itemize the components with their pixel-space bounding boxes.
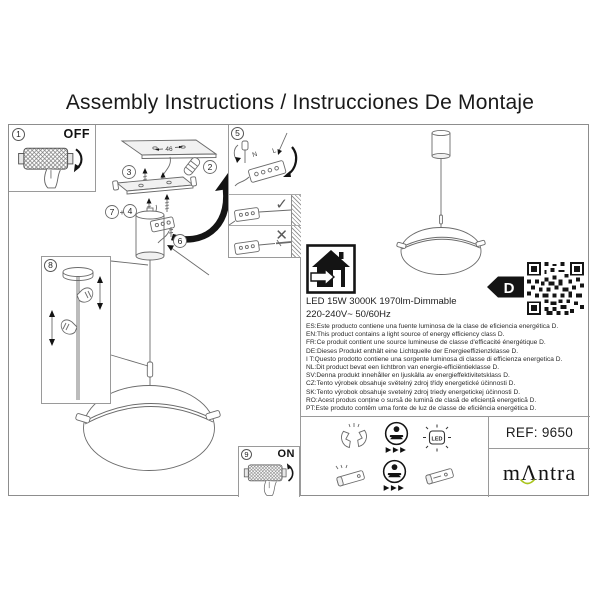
exploded-view-drawing: 46 bbox=[75, 139, 235, 471]
replace-arrows: ▶▶▶ bbox=[385, 445, 408, 454]
lang-sk: SK:Tento výrobok obsahuje svetelný zdroj… bbox=[306, 388, 521, 396]
step-9-marker: 9 bbox=[241, 449, 252, 460]
wall-hatch bbox=[291, 195, 301, 225]
wiring-wrong: ✕ bbox=[229, 226, 301, 257]
lang-fr: FR:Ce produit contient une source lumine… bbox=[306, 339, 546, 347]
energy-class-letter: D bbox=[504, 280, 515, 297]
step-4-marker: 4 bbox=[128, 206, 133, 216]
lamp-shade-drawing bbox=[75, 385, 221, 471]
energy-class-arrow: D bbox=[487, 276, 524, 298]
terminal-wiring-icon: N L bbox=[233, 132, 298, 187]
plate-dimension-label: 46 bbox=[165, 146, 173, 153]
qualified-person-group: ▶▶▶ bbox=[382, 459, 407, 492]
led-glow-icon: LED bbox=[423, 424, 451, 451]
lang-pt: PT:Este produto contêm uma fonte de luz … bbox=[306, 405, 537, 413]
step-6-marker: 6 bbox=[178, 236, 183, 246]
qualified-person-group: ▶▶▶ bbox=[384, 421, 409, 454]
indoor-use-icon bbox=[306, 244, 356, 294]
page-title: Assembly Instructions / Instrucciones De… bbox=[65, 91, 535, 114]
ref-brand-cell: REF: 9650 mΛntra bbox=[489, 417, 590, 497]
lang-ro: RO:Acest produs conține o sursă de lumin… bbox=[306, 396, 537, 404]
content-frame: 46 bbox=[8, 124, 590, 497]
step-1-marker: 1 bbox=[12, 128, 25, 141]
terminal-n-label: N bbox=[252, 151, 259, 159]
step-2-marker: 2 bbox=[208, 162, 213, 172]
bottom-info-row: ▶▶▶ LED bbox=[301, 416, 590, 497]
detail-arrow bbox=[171, 188, 230, 243]
terminal-l-label: L bbox=[272, 147, 278, 155]
fuse-off-icon bbox=[18, 147, 83, 189]
wrong-mark: ✕ bbox=[275, 227, 288, 244]
fuse-on-icon bbox=[243, 463, 294, 496]
logo-lambda: Λ bbox=[520, 460, 538, 485]
logo-green-arc bbox=[519, 478, 535, 485]
assembled-lamp-drawing bbox=[396, 129, 486, 275]
language-lines: ES:Este producto contiene una fuente lum… bbox=[306, 323, 589, 413]
replacement-icons-cell: ▶▶▶ LED bbox=[301, 417, 489, 497]
height-adjust-icon bbox=[49, 267, 103, 400]
spec-line-power: LED 15W 3000K 1970lm-Dimmable bbox=[306, 296, 457, 307]
technician-icon bbox=[384, 421, 409, 446]
logo-m: m bbox=[502, 460, 521, 485]
reference-number: REF: 9650 bbox=[489, 417, 590, 449]
step9-power-on-box: 9 ON bbox=[238, 446, 300, 497]
step-markers: 2 3 4 6 7 bbox=[105, 160, 217, 248]
assembly-diagram-panel: 46 bbox=[9, 125, 301, 497]
logo-ntra: ntra bbox=[537, 460, 577, 485]
off-label: OFF bbox=[63, 127, 90, 141]
lang-it: I T:Questo prodotto contiene una sorgent… bbox=[306, 355, 563, 363]
lang-de: DE:Dieses Produkt enthält eine Lichtquel… bbox=[306, 347, 519, 355]
correct-wire-icon bbox=[229, 207, 291, 226]
lang-es: ES:Este producto contiene una fuente lum… bbox=[306, 323, 559, 330]
product-info-panel: D bbox=[301, 125, 590, 497]
wiring-detail: 5 N L bbox=[229, 125, 301, 195]
new-driver-icon bbox=[425, 467, 454, 484]
spec-line-voltage: 220-240V~ 50/60Hz bbox=[306, 309, 391, 320]
lang-cz: CZ:Tento výrobek obsahuje světelný zdroj… bbox=[306, 380, 516, 388]
step1-power-off-box: 1 OFF bbox=[9, 125, 96, 192]
step8-height-adjust-box: 8 bbox=[41, 256, 111, 404]
led-label: LED bbox=[432, 436, 443, 442]
wall-hatch bbox=[291, 226, 301, 257]
step-5-marker: 5 bbox=[231, 127, 244, 140]
step5-wiring-box: 5 N L bbox=[228, 125, 301, 258]
driver-replacement-row: ▶▶▶ bbox=[301, 459, 488, 492]
broken-led-icon bbox=[341, 422, 367, 448]
on-label: ON bbox=[277, 448, 295, 460]
lang-en: EN:This product contains a light source … bbox=[306, 331, 505, 339]
light-source-replacement-row: ▶▶▶ LED bbox=[301, 421, 488, 454]
brand-logo-box: mΛntra bbox=[489, 449, 590, 497]
correct-mark: ✓ bbox=[275, 196, 288, 213]
wiring-correct: ✓ bbox=[229, 195, 301, 226]
broken-driver-icon bbox=[335, 464, 365, 486]
qr-code bbox=[527, 262, 584, 315]
technician-icon bbox=[382, 459, 407, 484]
step-3-marker: 3 bbox=[127, 167, 132, 177]
wrong-wire-icon bbox=[234, 239, 291, 255]
step-7-marker: 7 bbox=[110, 207, 115, 217]
mantra-logo: mΛntra bbox=[503, 460, 576, 486]
replace-arrows: ▶▶▶ bbox=[383, 483, 406, 492]
lang-nl: NL:Dit product bevat een lichtbron van e… bbox=[306, 364, 500, 372]
step-8-marker: 8 bbox=[44, 259, 57, 272]
lang-sv: SV:Denna produkt innehåller en ljuskälla… bbox=[306, 372, 510, 380]
ceiling-canopy bbox=[135, 207, 165, 261]
